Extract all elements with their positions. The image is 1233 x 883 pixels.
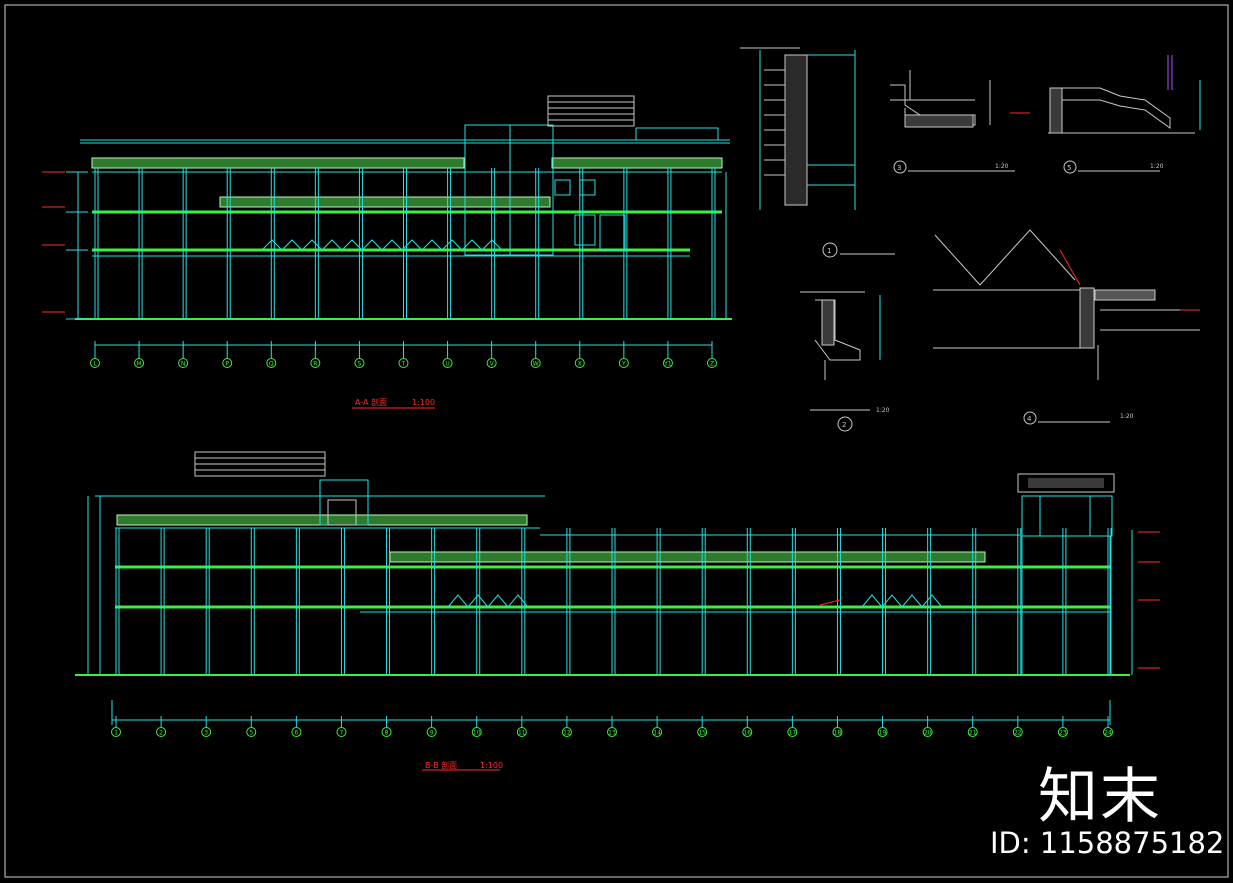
aa-axis-bubble: [530, 358, 541, 368]
bb-axis-bubble: [922, 727, 933, 737]
bb-axis-bubble: [516, 727, 527, 737]
bb-axis-bubble: [201, 727, 212, 737]
bb-axis-bubble: [607, 727, 617, 737]
aa-axis-bubble: [90, 358, 100, 368]
aa-axis-bubble: [398, 358, 409, 368]
bb-axis-bubble: [832, 727, 843, 737]
aa-axis-bubble: [178, 358, 189, 368]
aa-axis-label: Y: [621, 361, 626, 368]
aa-axis-label: U: [445, 361, 449, 368]
bb-axis-label: 19: [879, 730, 887, 737]
aa-axis-label: W: [533, 361, 539, 368]
aa-axis-bubble: [266, 358, 277, 368]
bb-axis-bubble: [1103, 727, 1113, 737]
section-aa-scale: 1:100: [412, 398, 435, 407]
bb-axis-label: 5: [249, 730, 253, 737]
bb-axis-label: 15: [698, 730, 706, 737]
bb-axis-label: 14: [653, 730, 661, 737]
detail-5-number: 5: [1067, 164, 1071, 172]
aa-axis-label: X: [578, 361, 582, 368]
aa-axis-label: Z: [710, 361, 714, 368]
aa-axis-label: P: [225, 361, 229, 368]
bb-axis-bubble: [1012, 727, 1023, 737]
bb-axis-label: 11: [518, 730, 526, 737]
bb-axis-label: 20: [924, 730, 932, 737]
bb-axis-label: 12: [563, 730, 571, 737]
bb-axis-bubble: [1057, 727, 1068, 737]
section-aa-title: A-A 剖面: [355, 397, 387, 407]
detail-1-number: 1: [827, 247, 831, 255]
detail-2-number: 2: [842, 421, 846, 429]
bb-axis-bubble: [561, 727, 572, 737]
bb-axis-label: 9: [430, 730, 434, 737]
bb-axis-label: 17: [789, 730, 797, 737]
section-bb-scale: 1:100: [480, 761, 503, 770]
bb-axis-bubble: [471, 727, 482, 737]
aa-axis-label: S: [358, 361, 362, 368]
bb-axis-label: 16: [743, 730, 751, 737]
detail-5-scale: 1:20: [1150, 163, 1164, 170]
bb-axis-bubble: [381, 727, 392, 737]
bb-axis-bubble: [787, 727, 798, 737]
watermark-brand: 知末: [1038, 762, 1162, 832]
bb-axis-label: 8: [385, 730, 389, 737]
bb-axis-bubble: [697, 727, 708, 737]
section-aa-drawing: L M N P Q R S T U V W X Y Y1 Z: [42, 95, 732, 409]
aa-axis-label: Y1: [663, 361, 672, 368]
bb-axis-label: 23: [1059, 730, 1067, 737]
bb-axis-label: 7: [340, 730, 344, 737]
detail-2-scale: 1:20: [876, 407, 890, 414]
bb-axis-label: 3: [204, 730, 208, 737]
aa-axis-bubble: [310, 358, 321, 368]
aa-axis-label: R: [313, 361, 317, 368]
bb-axis-bubble: [336, 727, 347, 737]
bb-axis-bubble: [111, 727, 121, 737]
aa-axis-bubble: [574, 358, 585, 368]
bb-axis-bubble: [742, 727, 753, 737]
bb-axis-bubble: [967, 727, 978, 737]
aa-axis-bubble: [618, 358, 629, 368]
bb-axis-label: 22: [1014, 730, 1022, 737]
aa-axis-bubble: [486, 358, 497, 368]
aa-axis-label: T: [401, 361, 406, 368]
bb-axis-bubble: [426, 727, 437, 737]
sheet-border: [4, 4, 1229, 878]
detail-4-scale: 1:20: [1120, 413, 1134, 420]
bb-axis-label: 18: [834, 730, 842, 737]
detail-4-number: 4: [1027, 415, 1032, 423]
bb-axis-label: 1: [114, 730, 118, 737]
aa-axis-label: V: [490, 361, 495, 368]
aa-axis-label: Q: [269, 361, 274, 368]
bb-axis-bubble: [156, 727, 167, 737]
bb-axis-bubble: [877, 727, 888, 737]
aa-axis-bubble: [354, 358, 365, 368]
bb-axis-label: 21: [969, 730, 977, 737]
bb-axis-label: 10: [473, 730, 481, 737]
aa-axis-label: L: [93, 361, 97, 368]
bb-axis-label: 24: [1104, 730, 1112, 737]
aa-axis-bubble: [442, 358, 453, 368]
aa-axis-label: M: [136, 361, 141, 368]
section-bb-title: B-B 剖面: [425, 760, 457, 770]
watermark-id: ID: 1158875182: [990, 826, 1225, 860]
bb-axis-bubble: [291, 727, 302, 737]
detail-3-scale: 1:20: [995, 163, 1009, 170]
aa-axis-bubble: [134, 358, 145, 368]
detail-drawings: [740, 47, 1201, 432]
bb-axis-label: 13: [608, 730, 616, 737]
bb-axis-label: 2: [159, 730, 163, 737]
aa-axis-bubble: [662, 358, 673, 368]
aa-axis-bubble: [222, 358, 233, 368]
bb-axis-bubble: [246, 727, 257, 737]
detail-3-number: 3: [897, 164, 901, 172]
aa-axis-label: N: [181, 361, 186, 368]
bb-axis-bubble: [652, 727, 663, 737]
bb-axis-label: 6: [294, 730, 298, 737]
aa-axis-bubble: [707, 358, 717, 368]
